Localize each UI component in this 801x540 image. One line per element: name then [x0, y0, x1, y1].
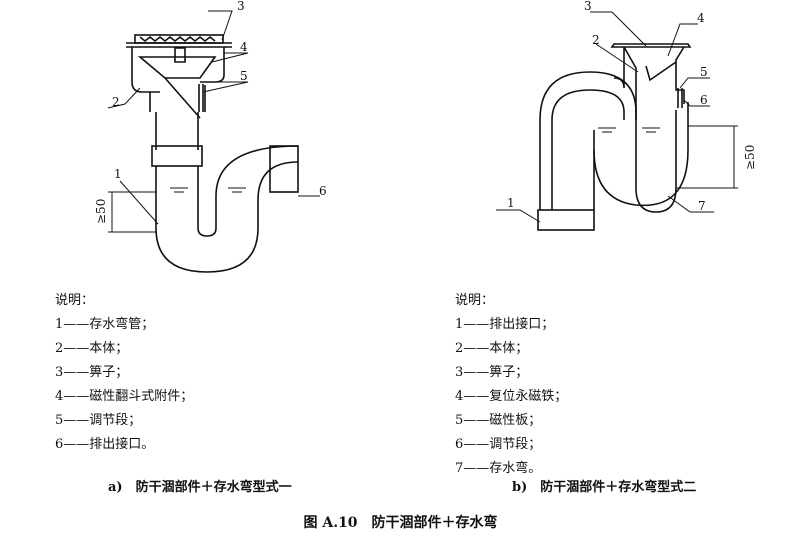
callout-a-4: 4: [240, 40, 248, 54]
magnet-b: [645, 61, 677, 82]
body-b: [623, 46, 637, 188]
figure-caption: 图 A.10 防干涸部件＋存水弯: [303, 515, 498, 531]
legend-b-item: 6——调节段；: [455, 437, 542, 452]
legend-b-item: 2——本体；: [455, 341, 529, 356]
callout-a-2: 2: [112, 95, 120, 109]
legend-a-item: 2——本体；: [55, 341, 129, 356]
coupling-a: [151, 145, 203, 167]
legend-a-item: 4——磁性翻斗式附件；: [55, 389, 194, 404]
outlet-b: [537, 209, 595, 231]
callout-a-1: 1: [114, 167, 122, 181]
callout-a-3: 3: [237, 0, 245, 13]
dimension-a: ≥50: [94, 199, 108, 224]
caption-b: b) 防干涸部件＋存水弯型式二: [512, 480, 697, 495]
callout-b-7: 7: [698, 199, 706, 213]
magnet-plate-b: [675, 78, 685, 104]
legend-b: 说明： 1——排出接口； 2——本体； 3——箅子； 4——复位永磁铁； 5——…: [455, 289, 567, 481]
legend-b-title: 说明：: [455, 293, 495, 308]
flap-a: [137, 56, 217, 79]
drawing-a: [107, 10, 320, 273]
dimension-b: ≥50: [743, 145, 757, 170]
legend-b-item: 1——排出接口；: [455, 317, 555, 332]
legend-a-item: 3——箅子；: [55, 365, 129, 380]
callout-b-6: 6: [700, 93, 708, 107]
legend-a-item: 5——调节段；: [55, 413, 142, 428]
callout-b-2: 2: [592, 33, 600, 47]
grate-b: [610, 43, 692, 48]
caption-a: a) 防干涸部件＋存水弯型式一: [108, 480, 292, 495]
legend-a-item: 1——存水弯管；: [55, 317, 155, 332]
legend-b-item: 3——箅子；: [455, 365, 529, 380]
legend-b-item: 7——存水弯。: [455, 461, 542, 476]
legend-a-title: 说明：: [55, 293, 95, 308]
legend-b-item: 4——复位永磁铁；: [455, 389, 568, 404]
callout-b-5: 5: [700, 65, 708, 79]
callout-b-3: 3: [584, 0, 592, 13]
trap-a: [155, 161, 299, 273]
callout-b-4: 4: [697, 11, 705, 25]
legend-b-item: 5——磁性板；: [455, 413, 542, 428]
outlet-a: [269, 145, 299, 193]
legend-a-item: 6——排出接口。: [55, 437, 155, 452]
callout-a-5: 5: [240, 69, 248, 83]
body-a: [131, 47, 160, 93]
callout-a-6: 6: [319, 184, 327, 198]
trap-b: [635, 187, 677, 213]
callout-b-1: 1: [507, 196, 515, 210]
drawing-b: [496, 11, 738, 231]
legend-a: 说明： 1——存水弯管； 2——本体； 3——箅子； 4——磁性翻斗式附件； 5…: [55, 289, 193, 457]
